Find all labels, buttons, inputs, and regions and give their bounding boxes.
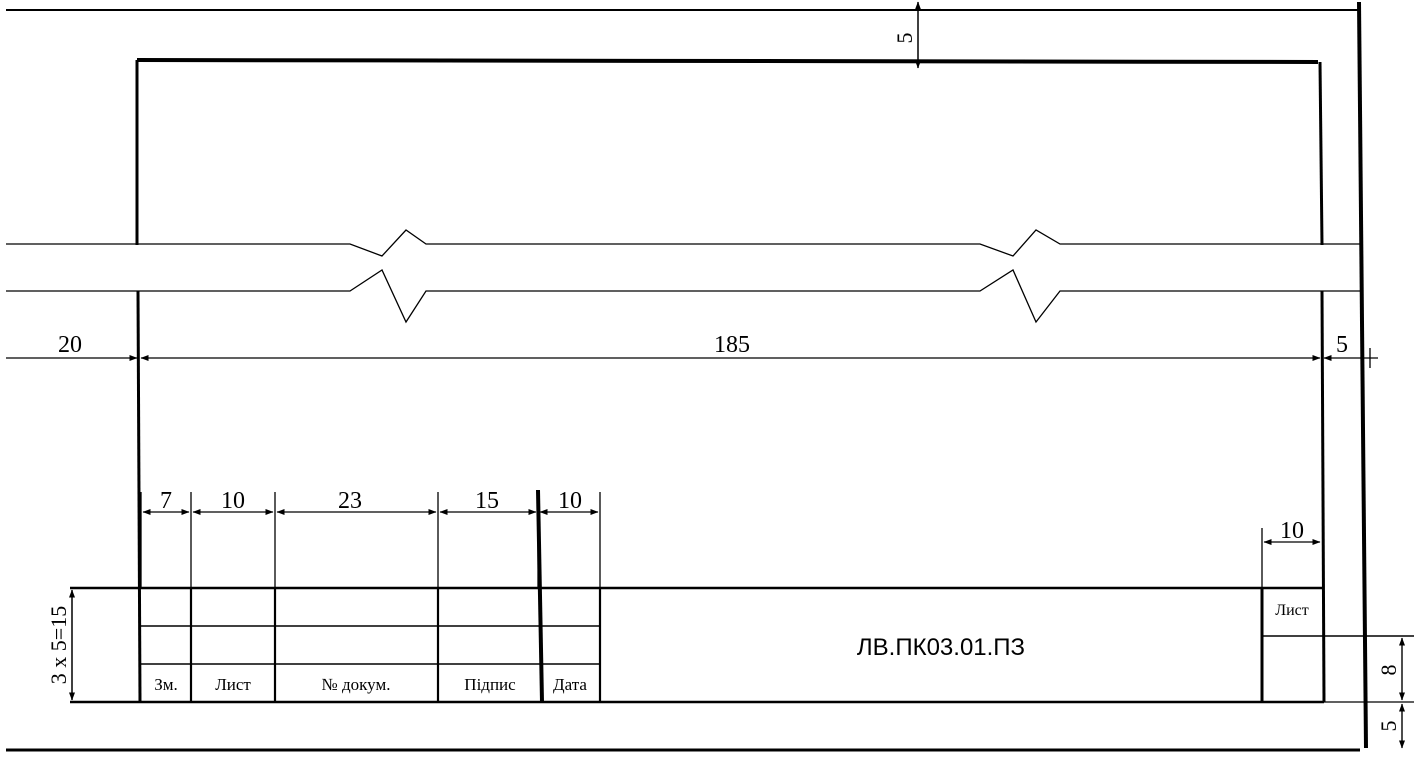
header-zm: Зм. (154, 675, 178, 694)
dim-label-sheet-lower: 5 (1376, 721, 1401, 732)
dim-top-margin: 5 (892, 1, 921, 69)
dim-label-sheet-upper: 8 (1376, 665, 1401, 676)
title-block (70, 489, 1414, 704)
header-pidpys: Підпис (464, 675, 516, 694)
dim-label-col-pidpys: 15 (475, 488, 499, 514)
dim-label-col-data: 10 (558, 488, 582, 514)
inner-frame-bottom (136, 290, 1326, 703)
document-code: ЛВ.ПК03.01.ПЗ (857, 634, 1025, 661)
sheet-edges (6, 1, 1368, 752)
dim-rows: 3 x 5=15 (46, 589, 75, 701)
dim-label-top-margin: 5 (892, 33, 917, 44)
sheet-label: Лист (1275, 602, 1309, 619)
dim-horizontal (6, 348, 1378, 368)
dim-label-left-margin: 20 (58, 332, 82, 358)
dim-label-frame-width: 185 (714, 332, 750, 358)
break-lines (6, 229, 1362, 324)
header-lyst: Лист (215, 675, 251, 694)
dim-label-right-margin: 5 (1336, 332, 1348, 358)
dim-label-col-nom-dokum: 23 (338, 488, 362, 514)
header-nom-dokum: № докум. (322, 675, 391, 694)
inner-frame-top (135, 58, 1324, 246)
dim-label-col-zm: 7 (160, 488, 172, 514)
header-data: Дата (553, 675, 587, 694)
dim-label-rows: 3 x 5=15 (46, 606, 71, 684)
dim-label-col-sheet: 10 (1280, 518, 1304, 544)
dim-columns (140, 492, 1321, 590)
dim-label-col-lyst: 10 (221, 488, 245, 514)
